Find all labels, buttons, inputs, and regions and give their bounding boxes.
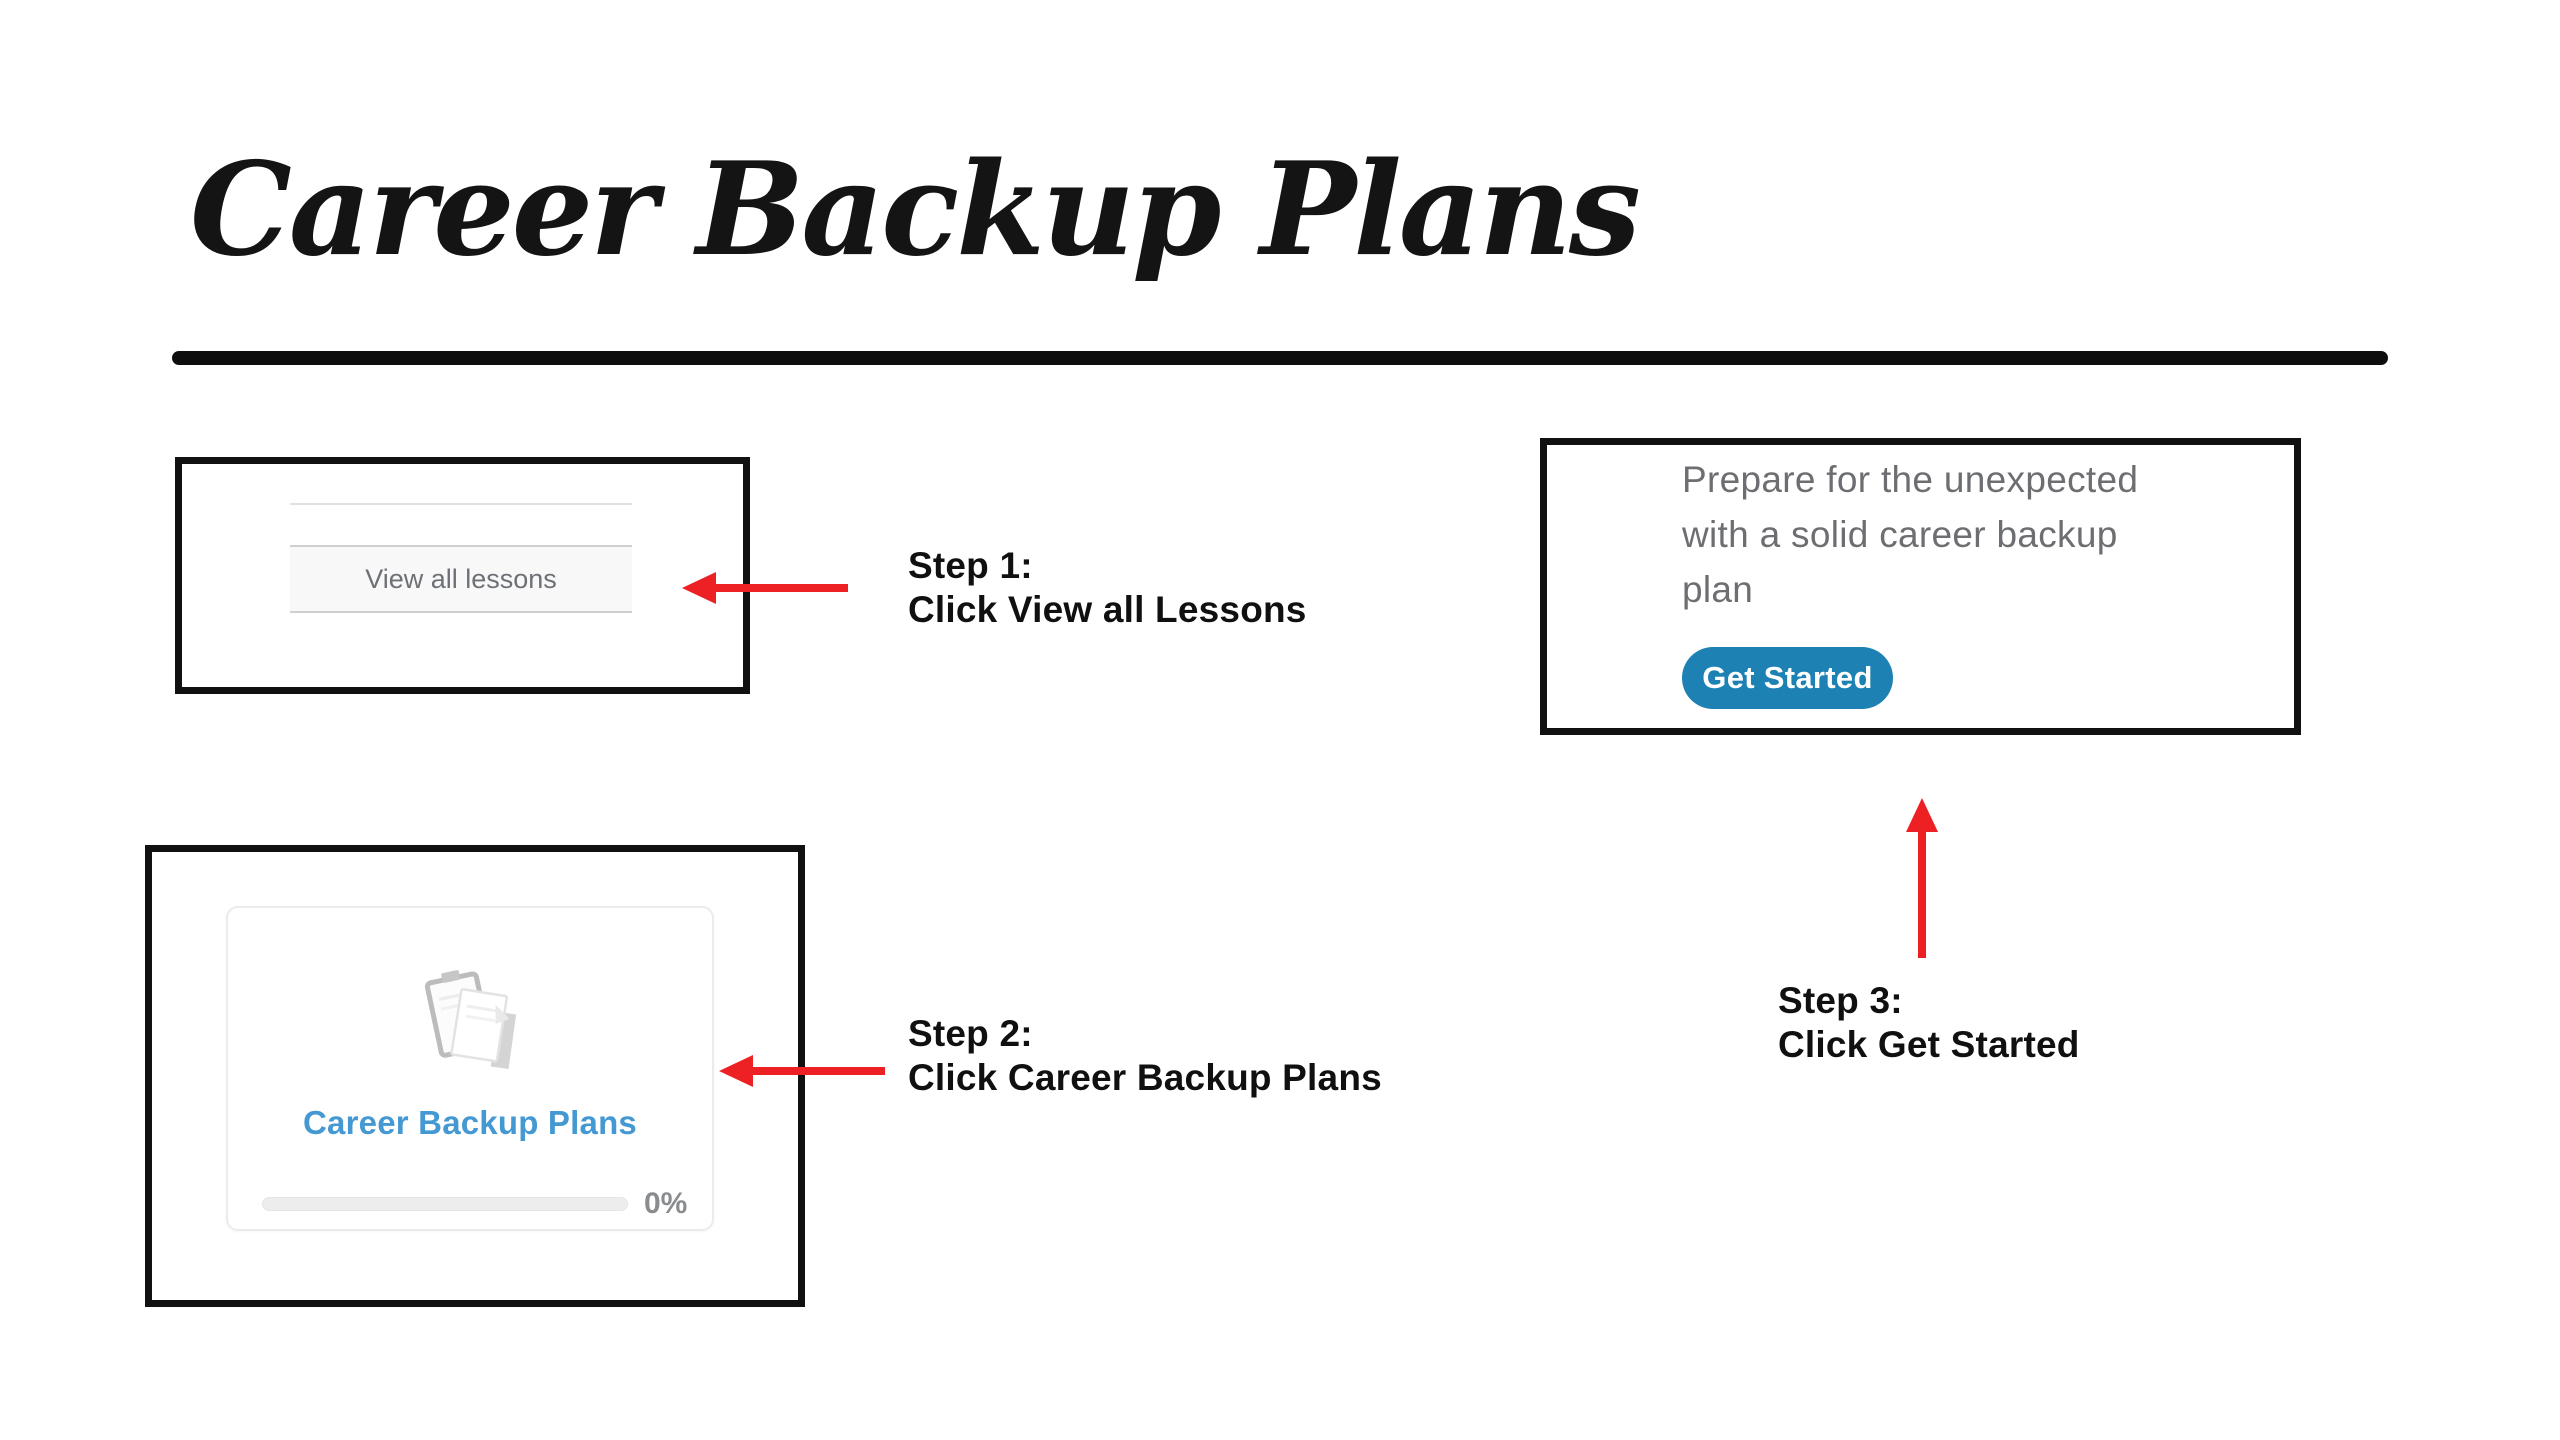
step1-line1: Step 1: xyxy=(908,545,1033,586)
clipboard-documents-icon xyxy=(424,970,517,1069)
step2-line2: Click Career Backup Plans xyxy=(908,1057,1382,1098)
view-all-lessons-button[interactable]: View all lessons xyxy=(290,545,632,613)
step3-label: Step 3: Click Get Started xyxy=(1778,979,2080,1067)
course-card-title: Career Backup Plans xyxy=(303,1104,637,1141)
arrow-step2 xyxy=(719,1055,885,1087)
step1-label: Step 1: Click View all Lessons xyxy=(908,544,1307,632)
course-description-line3: plan xyxy=(1682,569,1754,610)
list-divider xyxy=(290,503,632,505)
progress-bar xyxy=(262,1197,628,1211)
course-description: Prepare for the unexpected with a solid … xyxy=(1682,452,2138,617)
step3-line2: Click Get Started xyxy=(1778,1024,2080,1065)
course-progress-row: 0% xyxy=(228,1184,712,1224)
title-divider xyxy=(172,351,2388,365)
view-all-lessons-label: View all lessons xyxy=(365,563,557,594)
step1-line2: Click View all Lessons xyxy=(908,589,1307,630)
get-started-label: Get Started xyxy=(1702,660,1873,695)
screenshot-get-started: Prepare for the unexpected with a solid … xyxy=(1540,438,2301,735)
step2-line1: Step 2: xyxy=(908,1013,1033,1054)
page-title: Career Backup Plans xyxy=(190,135,1641,285)
step2-label: Step 2: Click Career Backup Plans xyxy=(908,1012,1382,1100)
get-started-button[interactable]: Get Started xyxy=(1682,647,1893,709)
arrow-step3 xyxy=(1906,798,1938,958)
course-description-line2: with a solid career backup xyxy=(1682,514,2118,555)
course-description-line1: Prepare for the unexpected xyxy=(1682,459,2139,500)
progress-percent: 0% xyxy=(644,1187,688,1220)
career-backup-plans-card[interactable]: Career Backup Plans 0% xyxy=(226,906,714,1231)
screenshot-view-all-lessons: View all lessons xyxy=(175,457,750,694)
step3-line1: Step 3: xyxy=(1778,980,1903,1021)
arrow-step1 xyxy=(682,572,848,604)
